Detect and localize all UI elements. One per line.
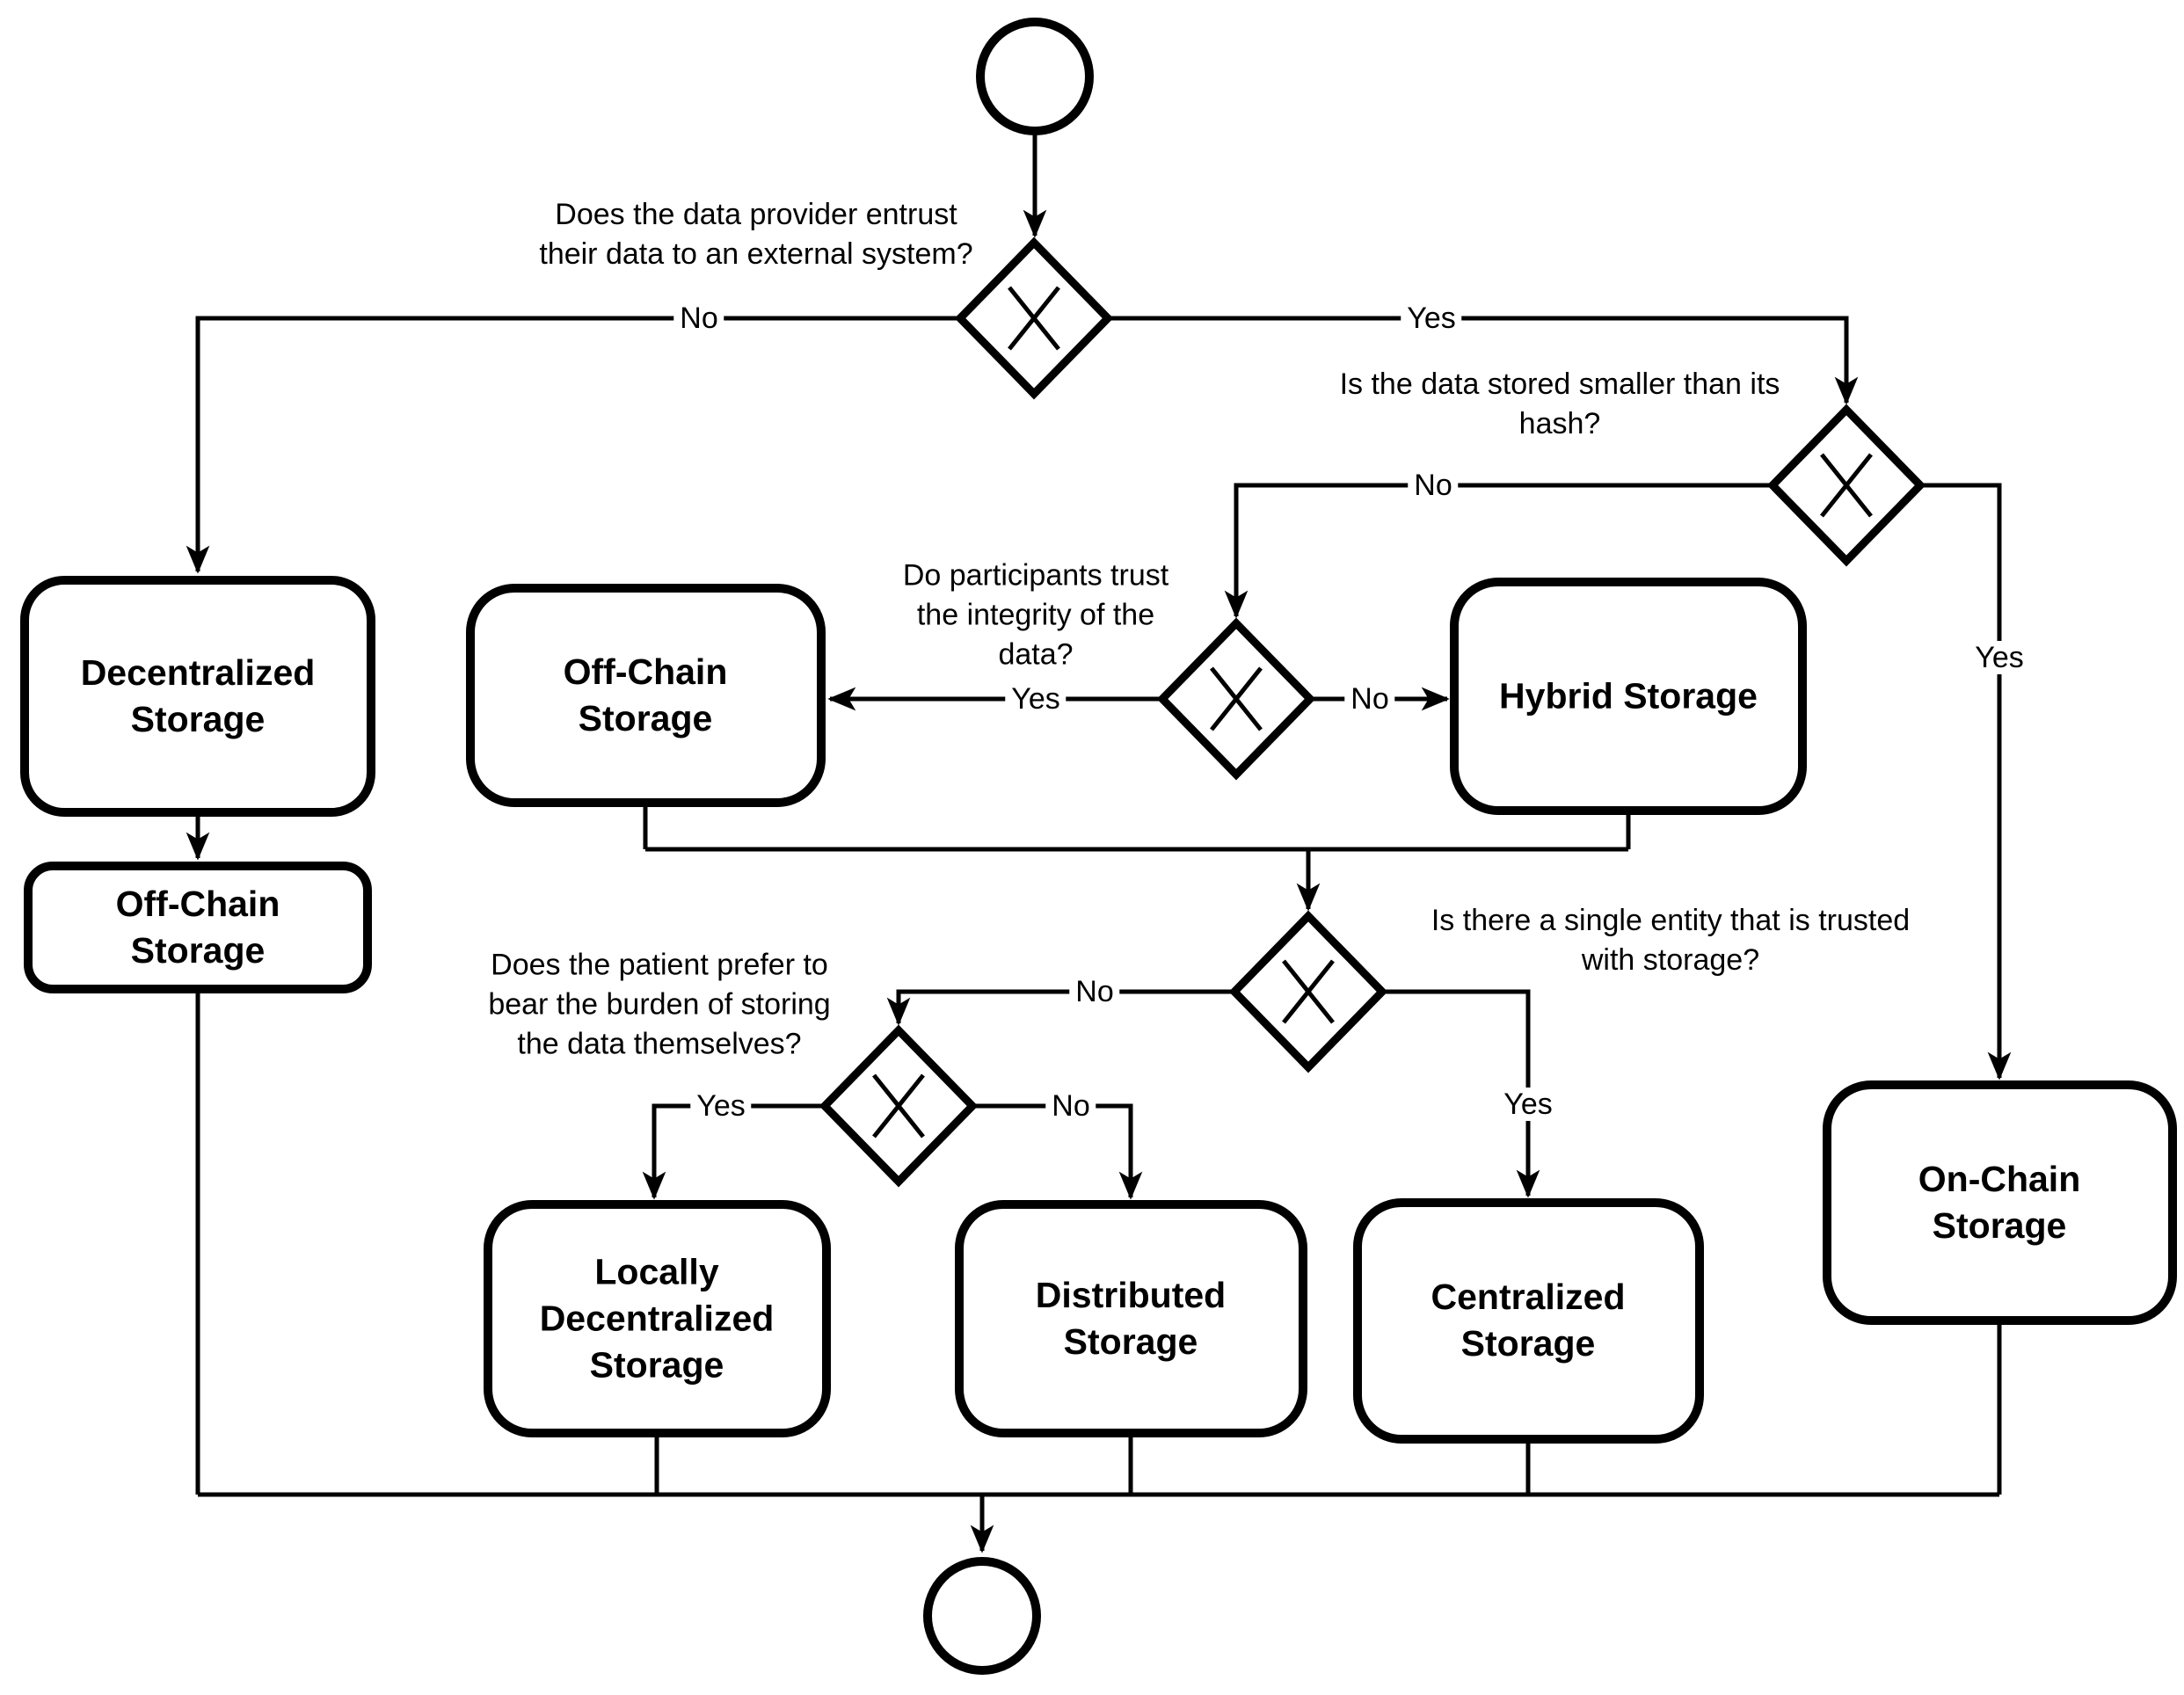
node-onchain-storage-box xyxy=(1823,1080,2177,1325)
gateway-single-trusted-entity xyxy=(1228,910,1388,1073)
node-label-centralized-storage: Centralized Storage xyxy=(1431,1277,1626,1364)
edge-label-gateway3-no: No xyxy=(1344,682,1395,716)
node-decentralized-storage-box xyxy=(20,576,375,817)
flow-gateway5-yes-to-locally xyxy=(642,1103,825,1200)
edge-label-gateway5-no: No xyxy=(1045,1089,1096,1123)
gateway1-x-icon xyxy=(1008,286,1060,351)
question-participants-trust-integrity: Do participants trust the integrity of t… xyxy=(902,558,1169,672)
question-data-smaller-than-hash: Is the data stored smaller than its hash… xyxy=(1339,367,1780,440)
edge-label-gateway4-yes: Yes xyxy=(1497,1088,1559,1121)
node-label-distributed-storage: Distributed Storage xyxy=(1035,1275,1227,1362)
edge-label-gateway1-yes: Yes xyxy=(1401,302,1462,335)
node-label-decentralized-storage: Decentralized Storage xyxy=(80,652,316,739)
gateway-data-smaller-than-hash xyxy=(1766,404,1926,567)
node-label-onchain-storage: On-Chain Storage xyxy=(1918,1159,2081,1246)
question-single-trusted-entity: Is there a single entity that is trusted… xyxy=(1431,904,1911,977)
edge-label-gateway5-yes: Yes xyxy=(690,1089,752,1123)
node-locally-decentralized-storage-box xyxy=(484,1200,831,1437)
node-label-locally-decentralized-storage: Locally Decentralized Storage xyxy=(539,1251,775,1386)
node-label-offchain-storage-mid: Off-Chain Storage xyxy=(563,651,728,738)
node-offchain-storage-left-box xyxy=(24,862,372,993)
gateway-patient-bear-burden xyxy=(819,1024,979,1188)
question-patient-bear-burden: Does the patient prefer to bear the burd… xyxy=(488,948,831,1061)
node-label-offchain-storage-left: Off-Chain Storage xyxy=(115,884,280,971)
start-event-circle xyxy=(976,18,1094,135)
node-centralized-storage-box xyxy=(1353,1198,1704,1444)
flow-gateway5-no-to-distributed xyxy=(972,1103,1143,1200)
node-distributed-storage-box xyxy=(955,1200,1307,1437)
flow-gateway2-yes-to-onchain xyxy=(1920,483,2012,1080)
edge-label-gateway4-no: No xyxy=(1069,975,1120,1008)
flow-gateway1-yes-to-gateway2 xyxy=(1108,316,1859,405)
gateway-data-provider-external xyxy=(954,236,1114,400)
edge-label-gateway1-no: No xyxy=(673,302,724,335)
edge-label-gateway2-no: No xyxy=(1408,469,1459,502)
gateway5-x-icon xyxy=(872,1073,925,1138)
edge-label-gateway3-yes: Yes xyxy=(1005,682,1067,716)
node-offchain-storage-mid-box xyxy=(466,584,826,807)
flow-gateway4-no-to-gateway5 xyxy=(886,989,1234,1026)
node-label-hybrid-storage: Hybrid Storage xyxy=(1499,675,1758,717)
node-hybrid-storage-box xyxy=(1450,578,1807,815)
gateway-participants-trust-integrity xyxy=(1156,617,1316,781)
gateway4-x-icon xyxy=(1282,959,1335,1024)
question-data-provider-external: Does the data provider entrust their dat… xyxy=(539,198,973,271)
flow-gateway1-no-to-decentralized xyxy=(186,316,960,574)
gateway2-x-icon xyxy=(1820,453,1873,518)
flow-gateway2-no-to-gateway3 xyxy=(1224,483,1773,619)
gateway3-x-icon xyxy=(1210,666,1263,731)
edge-label-gateway2-yes: Yes xyxy=(1969,641,2030,674)
end-event-circle xyxy=(923,1557,1041,1675)
flow-gateway4-yes-to-centralized xyxy=(1382,989,1540,1198)
